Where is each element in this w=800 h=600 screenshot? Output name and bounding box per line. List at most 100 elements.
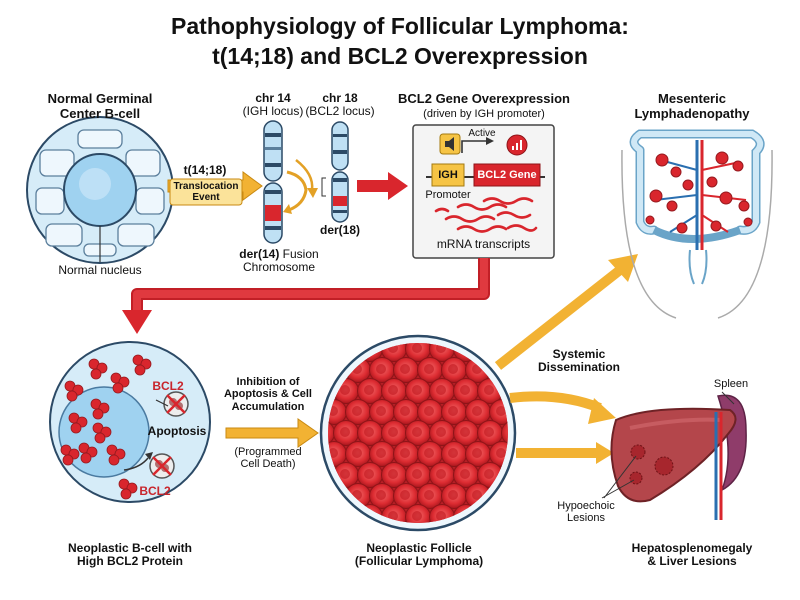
follicle-cell-nucleus [388, 511, 398, 521]
apoptosis-label: Apoptosis [147, 424, 207, 438]
follicle-cell-nucleus [400, 406, 410, 416]
translocation-code: t(14;18) [183, 163, 227, 177]
follicle-cell-nucleus [460, 427, 470, 437]
title-line-1: Pathophysiology of Follicular Lymphoma: [171, 13, 629, 39]
follicle-cell-nucleus [388, 385, 398, 395]
follicle-cells [328, 343, 508, 523]
follicle-cell-nucleus [460, 469, 470, 479]
follicle-cell-nucleus [376, 406, 386, 416]
promoter-label: Promoter [425, 189, 471, 201]
follicle-cell-nucleus [484, 469, 494, 479]
follicle-cell-nucleus [436, 511, 446, 521]
follicle-cell-nucleus [388, 469, 398, 479]
follicle-cell-nucleus [364, 385, 374, 395]
follicle-cell-nucleus [376, 364, 386, 374]
follicle-cell-nucleus [340, 427, 350, 437]
bcl2-top-label: BCL2 [152, 379, 184, 393]
follicle-cell-nucleus [400, 448, 410, 458]
follicle-cell-nucleus [484, 385, 494, 395]
follicle-cell-nucleus [424, 406, 434, 416]
follicle-cell-nucleus [448, 490, 458, 500]
overexpression-subtitle: (driven by IGH promoter) [423, 108, 545, 120]
follicle-cell [501, 420, 508, 446]
follicle-cell-nucleus [460, 385, 470, 395]
inhibition-arrow [225, 418, 319, 448]
der18-label: der(18) [319, 223, 360, 237]
overexpression-title: BCL2 Gene Overexpression [398, 91, 570, 106]
blocked-bcl2-icon [163, 391, 189, 417]
follicle-cell-nucleus [412, 385, 422, 395]
igh-label: IGH [438, 169, 458, 181]
bcl2-protein-clusters [60, 354, 152, 500]
expression-panel [412, 124, 555, 259]
follicle-cell-nucleus [352, 448, 362, 458]
follicle-cell-nucleus [352, 406, 362, 416]
der14-label: der(14) Fusion Chromosome [239, 247, 319, 275]
blocked-bcl2-icon [149, 453, 175, 479]
neoplastic-b-cell [49, 341, 211, 503]
chr14-label: chr 14(IGH locus) [242, 91, 304, 119]
spleen-label: Spleen [713, 378, 749, 390]
follicle-cell-nucleus [388, 427, 398, 437]
follicle-cell-nucleus [340, 469, 350, 479]
bcl2-gene-label: BCL2 Gene [477, 169, 537, 181]
chromosome-14 [263, 120, 283, 244]
follicle-cell-nucleus [448, 406, 458, 416]
mesentery-illustration [621, 129, 773, 319]
follicle-cell-nucleus [436, 427, 446, 437]
hepatosplenomegaly-label: Hepatosplenomegaly& Liver Lesions [631, 541, 753, 569]
follicle-cell-nucleus [400, 364, 410, 374]
follicle-cell-nucleus [412, 511, 422, 521]
follicle-cell-nucleus [376, 448, 386, 458]
follicle-cell-nucleus [364, 427, 374, 437]
follicle-cell-nucleus [448, 364, 458, 374]
mrna-strands [434, 197, 538, 233]
active-label: Active [468, 128, 496, 139]
follicle-cell-nucleus [472, 448, 482, 458]
follicle-cell-nucleus [448, 448, 458, 458]
follicle-cell-nucleus [412, 343, 422, 353]
neoplastic-follicle [319, 334, 517, 532]
follicle-cell-nucleus [472, 490, 482, 500]
normal-b-cell [26, 116, 174, 264]
follicle-cell-nucleus [400, 490, 410, 500]
mrna-label: mRNA transcripts [436, 237, 531, 251]
follicle-cell-nucleus [376, 490, 386, 500]
follicle-cell-nucleus [412, 469, 422, 479]
bcl2-bottom-label: BCL2 [139, 484, 171, 498]
hypoechoic-lesion-icons [629, 444, 674, 485]
follicle-cell-nucleus [424, 490, 434, 500]
follicle-cell-nucleus [496, 448, 506, 458]
normal-nucleus-label: Normal nucleus [58, 263, 142, 277]
chr18-label: chr 18(BCL2 locus) [305, 91, 375, 119]
cell-compartments [35, 129, 165, 257]
follicle-label: Neoplastic Follicle(Follicular Lymphoma) [354, 541, 484, 569]
follicle-cell-nucleus [436, 385, 446, 395]
follicle-cell-nucleus [364, 469, 374, 479]
follicle-cell-nucleus [424, 448, 434, 458]
enlarged-lymph-nodes [645, 151, 753, 234]
follicle-cell-nucleus [412, 427, 422, 437]
follicle-cell-nucleus [472, 406, 482, 416]
follicle-cell-nucleus [340, 385, 350, 395]
arrow-to-liver [509, 391, 602, 413]
arrow-to-expression [357, 172, 408, 200]
follicle-cell-nucleus [496, 406, 506, 416]
follicle-cell-nucleus [484, 427, 494, 437]
title-line-2: t(14;18) and BCL2 Overexpression [212, 43, 588, 69]
arrow-to-mesentery [494, 266, 624, 370]
liver-spleen-illustration [601, 391, 747, 520]
chromosome-18 [331, 121, 349, 223]
follicle-cell-nucleus [424, 364, 434, 374]
follicle-cell-nucleus [436, 469, 446, 479]
